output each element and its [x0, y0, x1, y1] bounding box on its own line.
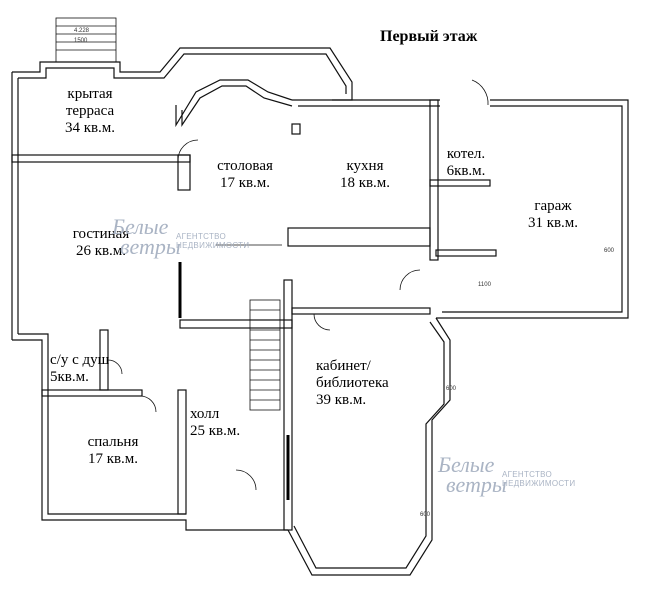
- interior-walls: [11, 99, 497, 531]
- room-hall: холл 25 кв.м.: [190, 406, 270, 440]
- room-name: кухня: [346, 158, 384, 174]
- dimension-label: 600: [420, 512, 431, 518]
- plan-title: Первый этаж: [380, 28, 478, 45]
- watermark-agency: АГЕНТСТВО НЕДВИЖИМОСТИ: [502, 470, 576, 488]
- room-area: 26 кв.м.: [75, 243, 127, 259]
- room-area: 17 кв.м.: [87, 451, 139, 467]
- dimension-label: 1100: [478, 282, 491, 288]
- watermark-logo: Белые АГЕНТСТВО НЕДВИЖИМОСТИ ветры: [112, 214, 249, 260]
- room-study-library: кабинет/ библиотека 39 кв.м.: [316, 358, 426, 409]
- room-area: 31 кв.м.: [527, 215, 579, 231]
- room-area: 34 кв.м.: [64, 120, 116, 136]
- room-name: котел.: [446, 146, 486, 162]
- watermark-brand-top: Белые: [112, 214, 169, 239]
- outer-walls: [11, 47, 629, 576]
- room-name: крытая терраса: [65, 86, 115, 119]
- room-area: 17 кв.м.: [219, 175, 271, 191]
- room-covered-terrace: крытая терраса 34 кв.м.: [40, 86, 140, 137]
- dimension-label: 600: [604, 248, 615, 254]
- room-name: с/у с душ: [50, 352, 110, 368]
- room-name: гостиная: [72, 226, 130, 242]
- room-name: спальня: [87, 434, 139, 450]
- room-garage: гараж 31 кв.м.: [508, 198, 598, 232]
- watermark-brand-bottom: ветры: [446, 472, 507, 497]
- room-bathroom: с/у с душ 5кв.м.: [50, 352, 130, 386]
- dimension-label: 600: [446, 386, 457, 392]
- watermark-logo: Белые АГЕНТСТВО НЕДВИЖИМОСТИ ветры: [438, 452, 575, 498]
- room-kitchen: кухня 18 кв.м.: [320, 158, 410, 192]
- dimension-label: 1500: [74, 38, 88, 44]
- watermark-agency: АГЕНТСТВО НЕДВИЖИМОСТИ: [176, 232, 250, 250]
- room-boiler: котел. 6кв.м.: [435, 146, 497, 180]
- room-area: 5кв.м.: [50, 369, 89, 385]
- windows: [178, 262, 290, 500]
- door-swings: [107, 79, 489, 491]
- dimension-label: 4.228: [74, 28, 90, 34]
- room-name: кабинет/ библиотека: [316, 358, 389, 391]
- room-area: 18 кв.м.: [339, 175, 391, 191]
- room-name: холл: [190, 406, 220, 422]
- watermark-brand-top: Белые: [438, 452, 495, 477]
- watermark-brand-bottom: ветры: [120, 234, 181, 259]
- room-name: столовая: [217, 158, 273, 174]
- staircase: [55, 17, 281, 411]
- room-area: 25 кв.м.: [190, 423, 241, 439]
- room-bedroom: спальня 17 кв.м.: [68, 434, 158, 468]
- room-living: гостиная 26 кв.м.: [56, 226, 146, 260]
- room-dining: столовая 17 кв.м.: [200, 158, 290, 192]
- room-area: 39 кв.м.: [316, 392, 367, 408]
- room-area: 6кв.м.: [446, 163, 486, 179]
- room-name: гараж: [534, 198, 572, 214]
